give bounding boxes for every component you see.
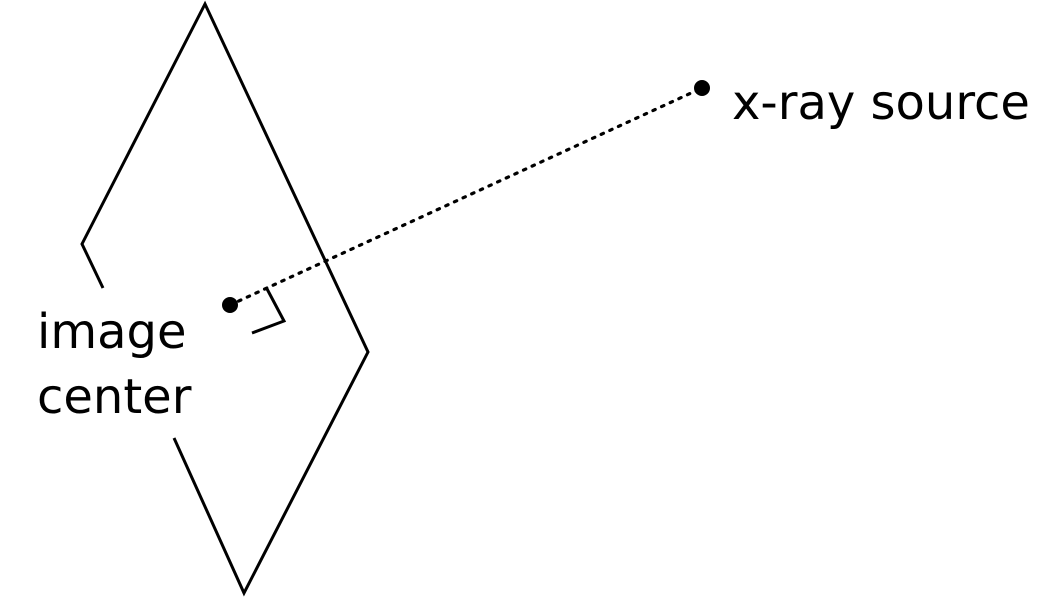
central-ray: [228, 86, 704, 307]
image-center-label-line1: image: [37, 304, 187, 360]
xray-source-point: [694, 80, 710, 96]
xray-source-label: x-ray source: [732, 75, 1030, 131]
image-plane-upper-edge: [80, 0, 370, 597]
image-center-label-line2: center: [37, 369, 192, 425]
image-center-point: [222, 297, 238, 313]
right-angle-marker: [251, 286, 287, 335]
